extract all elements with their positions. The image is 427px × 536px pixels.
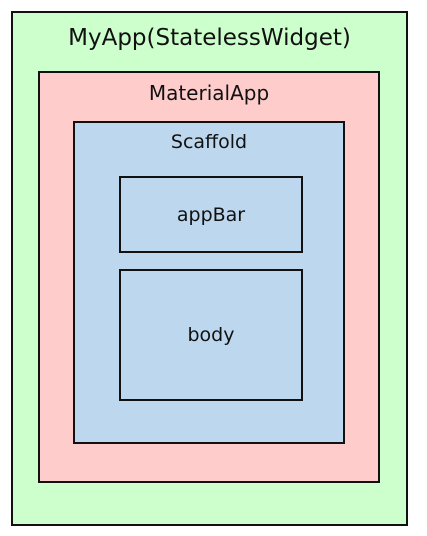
appbar-widget-box: appBar: [119, 176, 303, 253]
materialapp-widget-label: MaterialApp: [148, 81, 270, 105]
myapp-widget-label: MyApp(StatelessWidget): [68, 25, 351, 51]
scaffold-widget-label: Scaffold: [170, 131, 248, 153]
appbar-widget-label: appBar: [176, 204, 246, 226]
body-widget-label: body: [187, 324, 235, 346]
body-widget-box: body: [119, 269, 303, 401]
